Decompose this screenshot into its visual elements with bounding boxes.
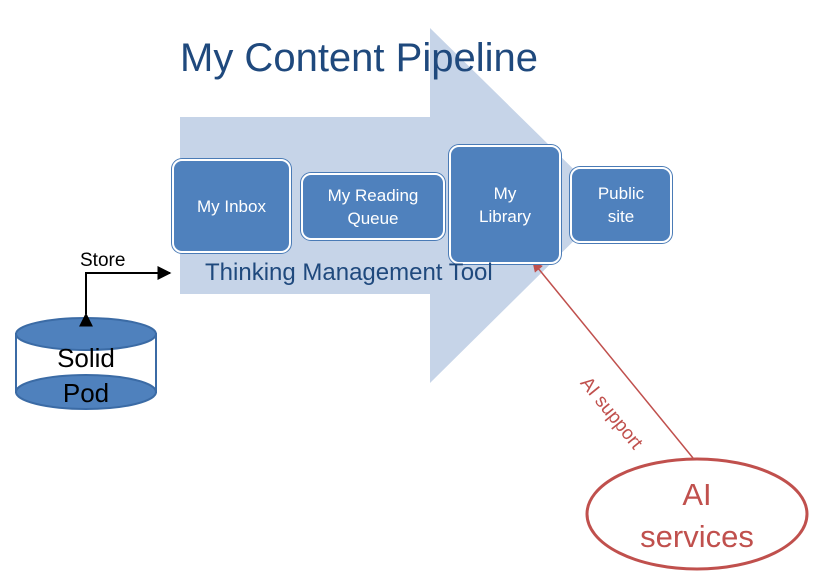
stage-public-site: Public site [570, 167, 672, 243]
ai-services-ellipse [585, 457, 809, 571]
pod-label-line1: Solid [57, 343, 115, 373]
ai-support-arrow [532, 261, 694, 459]
ai-services-line1: AI [682, 477, 712, 512]
ai-services-line2: services [640, 519, 754, 554]
stage-my-library: My Library [449, 145, 561, 264]
store-connector [79, 266, 172, 327]
stage-my-reading-queue: My Reading Queue [301, 173, 445, 240]
stage-label: My Library [479, 183, 531, 226]
diagram-title: My Content Pipeline [180, 36, 538, 80]
stage-label: My Reading Queue [327, 185, 419, 228]
pod-label-line2: Pod [62, 378, 110, 408]
stage-label: My Inbox [197, 196, 266, 216]
stage-label: Public site [597, 184, 645, 226]
tool-label: Thinking Management Tool [205, 259, 493, 286]
solid-pod-cylinder [15, 317, 157, 410]
stage-my-inbox: My Inbox [172, 159, 291, 253]
ai-services-label: AI services [586, 474, 808, 558]
store-label: Store [80, 250, 126, 271]
